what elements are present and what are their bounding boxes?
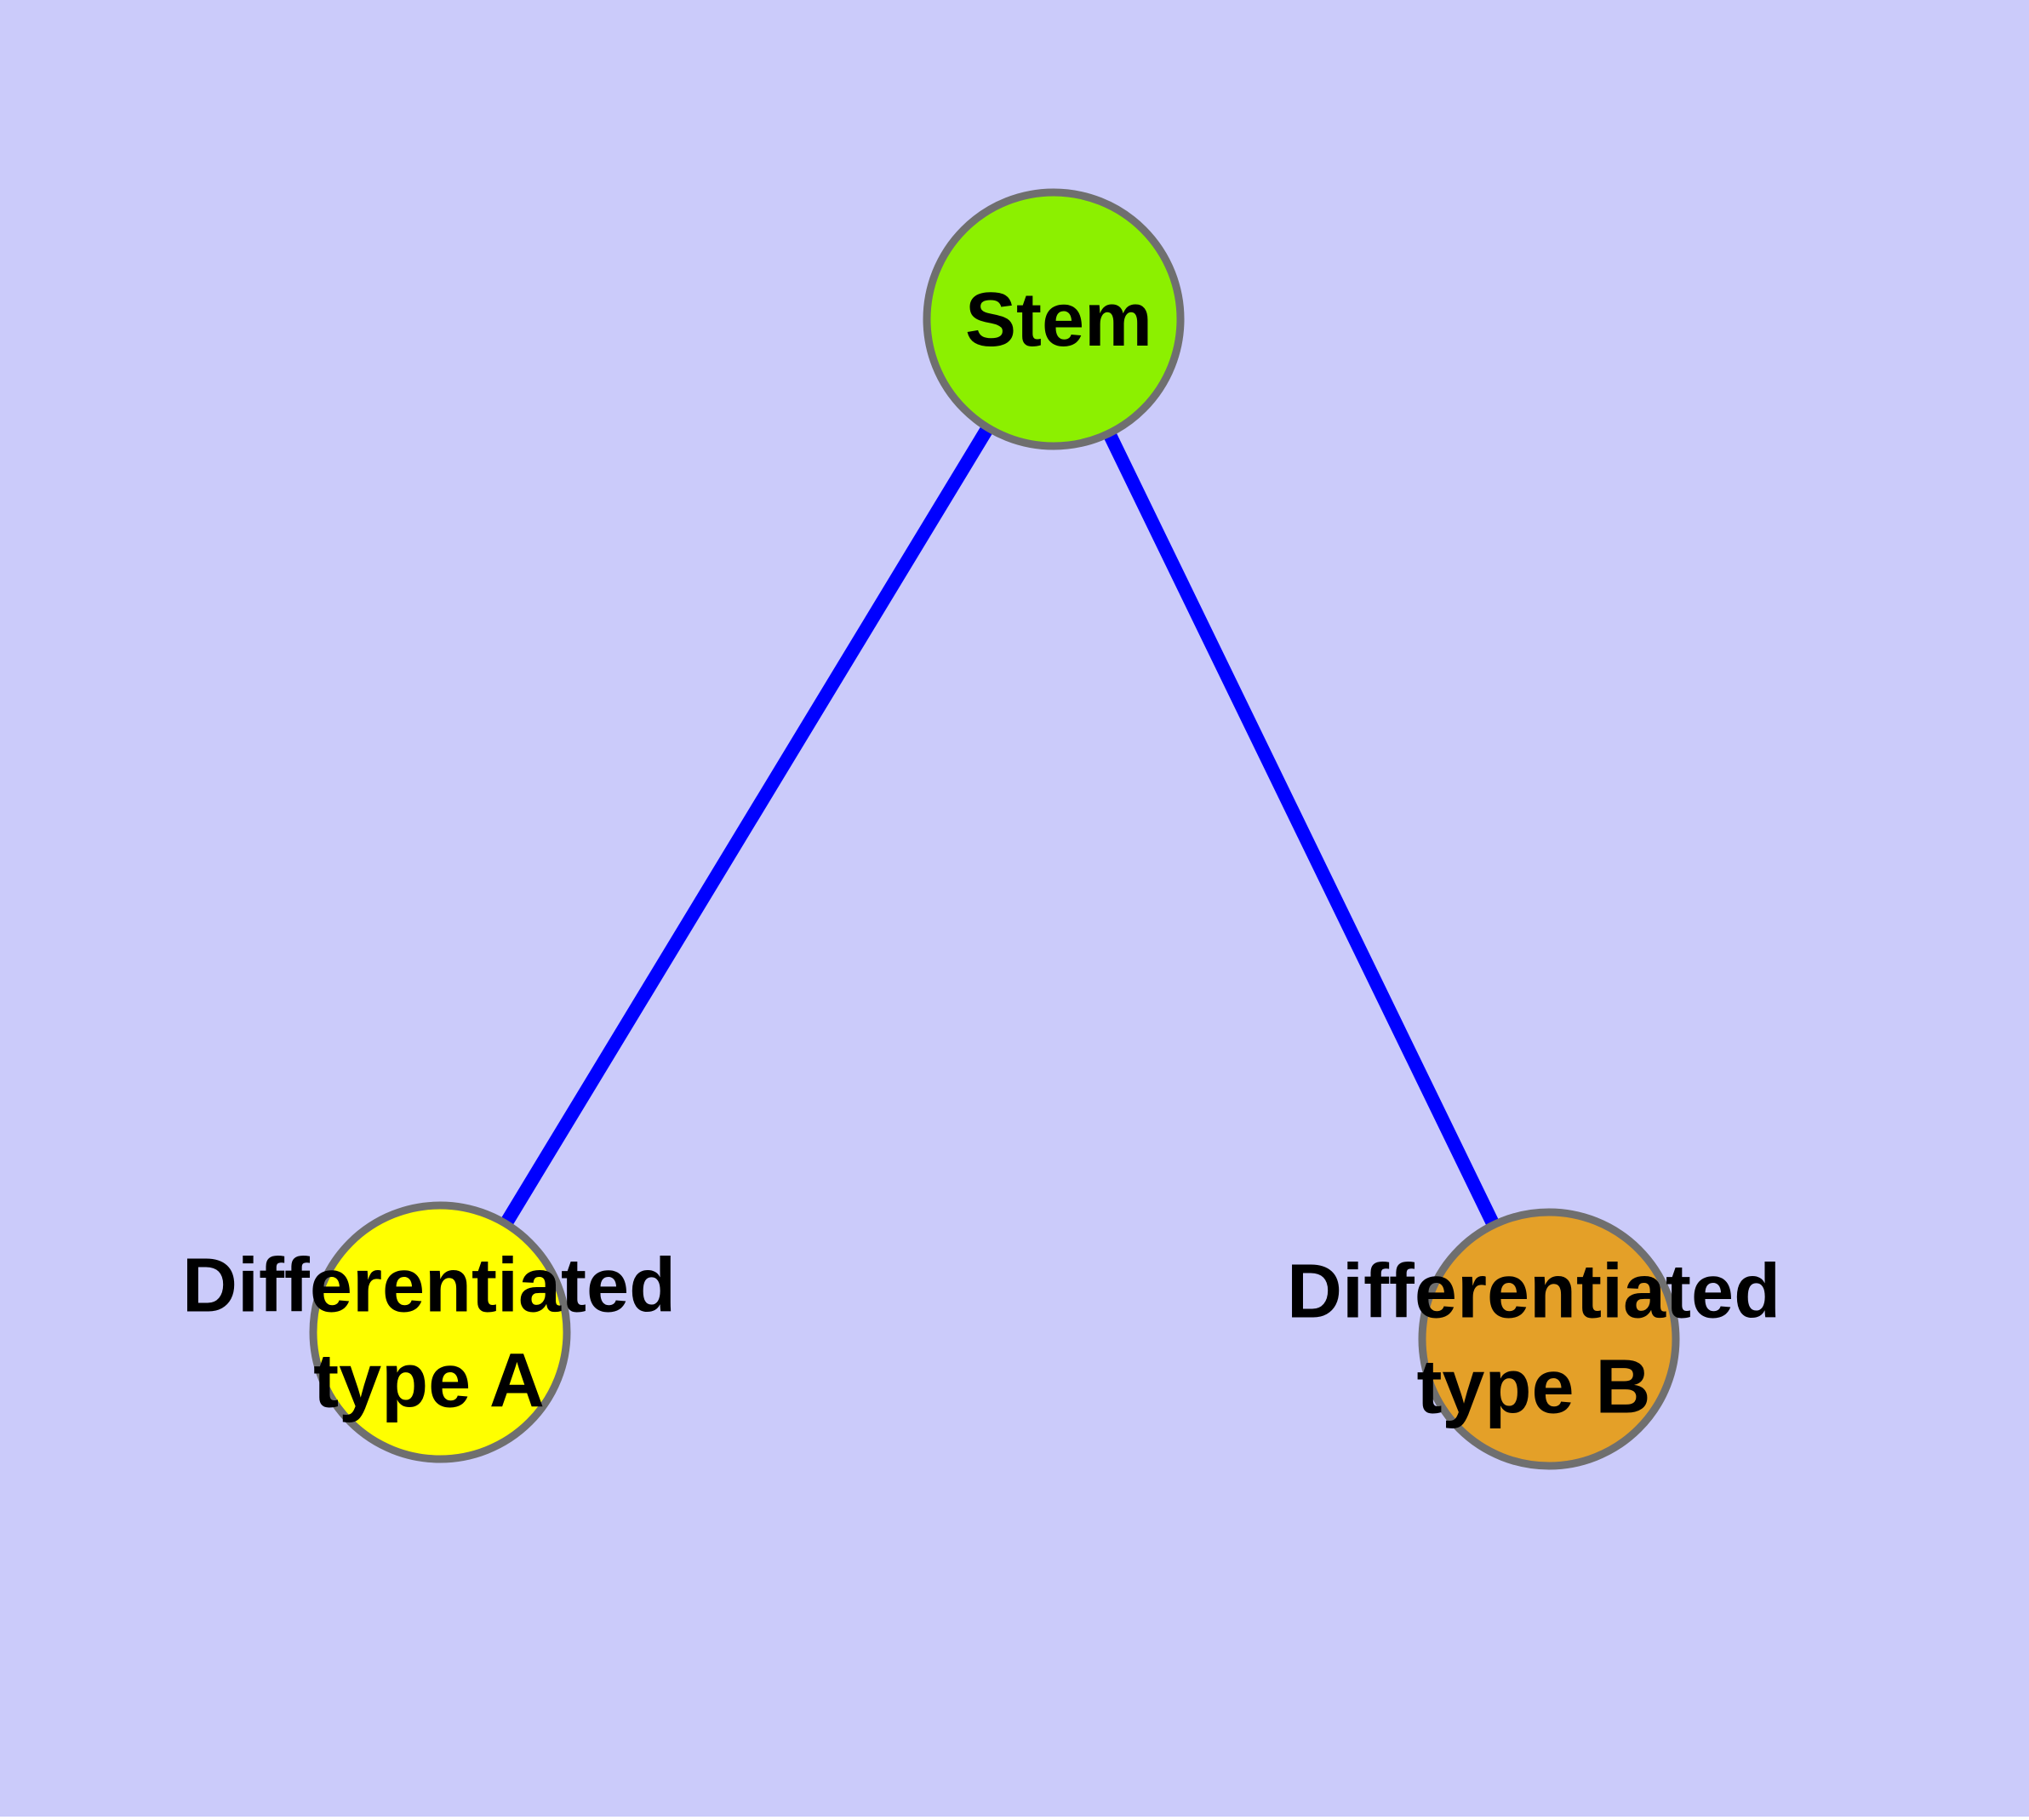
edge-stem-to-type-b — [1047, 316, 1556, 1342]
node-stem — [923, 188, 1185, 450]
node-type-b — [1418, 1208, 1680, 1470]
edge-stem-to-type-a — [434, 315, 1060, 1336]
node-type-a — [309, 1201, 571, 1463]
